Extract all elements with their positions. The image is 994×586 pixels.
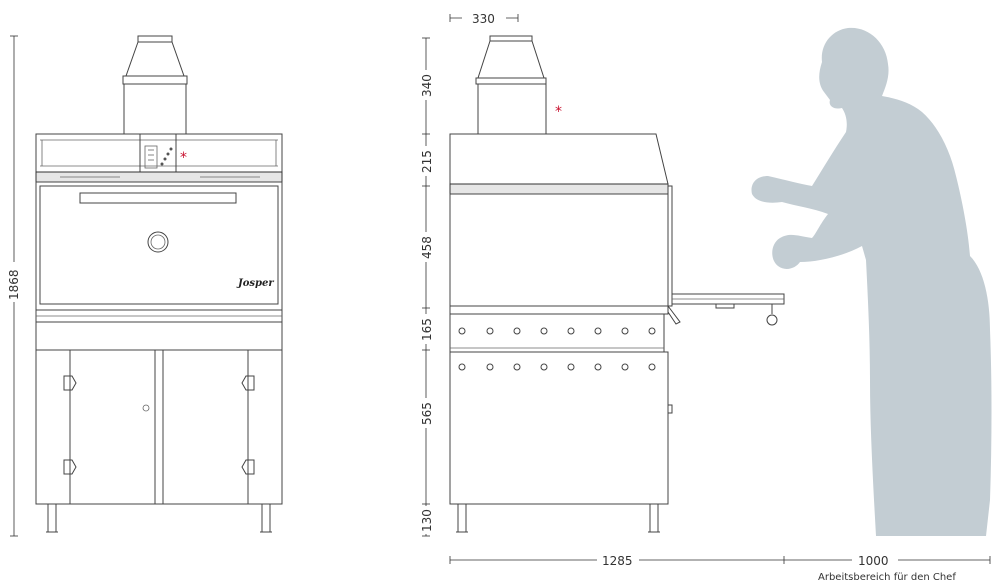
side-grill [449,305,669,353]
side-cabinet [449,351,673,505]
side-asterisk: * [555,104,562,120]
front-view: 1868 * [4,35,283,537]
depth-label: 1285 [602,554,633,568]
side-oven [449,184,673,307]
grill-bolts-bottom [458,363,656,371]
dim-215: 215 [420,150,434,173]
chef-silhouette [751,27,992,537]
work-area-caption: Arbeitsbereich für den Chef [818,572,956,583]
work-area-label: 1000 [858,554,889,568]
dim-565: 565 [420,402,434,425]
work-area-dimension: 1000 Arbeitsbereich für den Chef [784,552,991,583]
brand-logo: Josper [236,278,274,289]
side-hood [449,133,669,195]
front-chimney [122,35,188,135]
side-legs [456,503,660,533]
front-oven: Josper [35,181,283,311]
chimney-width-dimension: 330 [449,10,519,26]
front-cabinet [35,321,283,505]
dim-130: 130 [420,509,434,532]
oven-knob [147,231,169,253]
front-height-dimension: 1868 [4,35,24,537]
grill-bolts-top [458,327,656,335]
dim-165: 165 [420,318,434,341]
oven-handle [79,192,237,204]
dim-340: 340 [420,74,434,97]
side-chimney: * [475,35,562,135]
depth-dimension: 1285 [449,552,785,568]
side-view: 330 340 215 458 165 565 130 [416,10,991,583]
front-asterisk: * [180,150,187,166]
front-legs [46,503,272,533]
front-hood: * [35,133,283,173]
side-height-dimensions: 340 215 458 165 565 130 [416,37,436,537]
chimney-width-label: 330 [472,12,495,26]
dim-458: 458 [420,236,434,259]
front-height-label: 1868 [7,269,21,300]
side-shelf [667,293,785,326]
